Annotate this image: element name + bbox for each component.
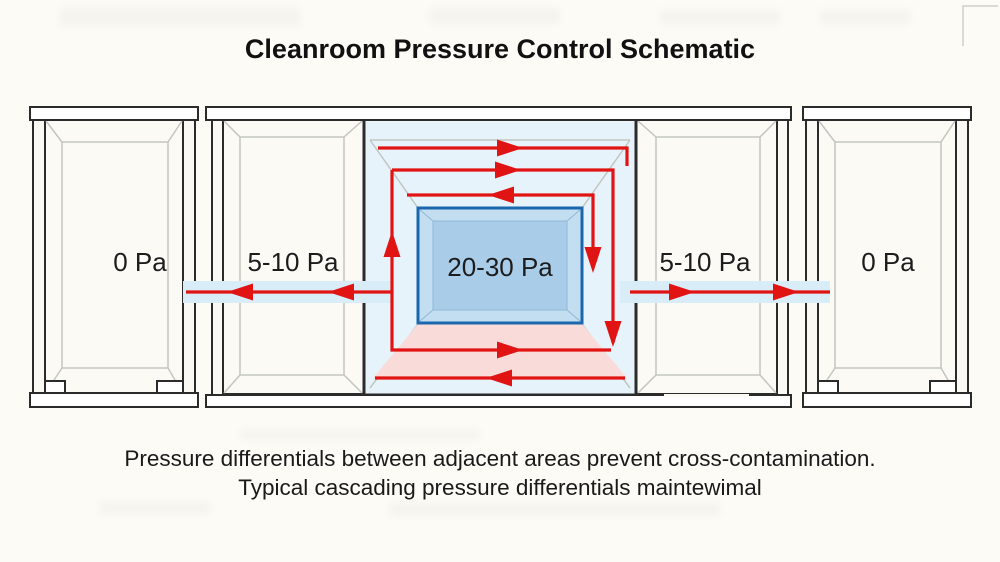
main-building-lintel: [205, 106, 792, 121]
pressure-box-face: [432, 220, 568, 311]
floor-door-gap: [664, 394, 749, 398]
room-far-left-lintel: [29, 106, 199, 121]
room-far-left: [29, 106, 199, 408]
room-left-perspective: [223, 120, 363, 394]
diagram-title: Cleanroom Pressure Control Schematic: [245, 34, 755, 64]
room-far-right: [802, 106, 972, 408]
caption-line-2: Typical cascading pressure differentials…: [238, 475, 762, 500]
label-right-pressure: 5-10 Pa: [659, 247, 751, 277]
room-far-right-floor: [802, 392, 972, 408]
ghost-artifacts: [60, 8, 910, 516]
corner-artifact-line: [962, 5, 998, 46]
room-far-left-floor: [29, 392, 199, 408]
pressure-box-bevel: [419, 209, 581, 322]
airflow-arrowheads: [227, 139, 799, 387]
caption-line-1: Pressure differentials between adjacent …: [124, 446, 875, 471]
room-center-zone: [365, 121, 635, 394]
main-building-floor: [205, 394, 792, 408]
room-right-perspective: [637, 120, 777, 394]
room-far-right-lintel: [802, 106, 972, 121]
label-center-pressure: 20-30 Pa: [447, 252, 553, 282]
label-left-pressure: 5-10 Pa: [247, 247, 339, 277]
label-far-left-pressure: 0 Pa: [113, 247, 167, 277]
label-far-right-pressure: 0 Pa: [861, 247, 915, 277]
